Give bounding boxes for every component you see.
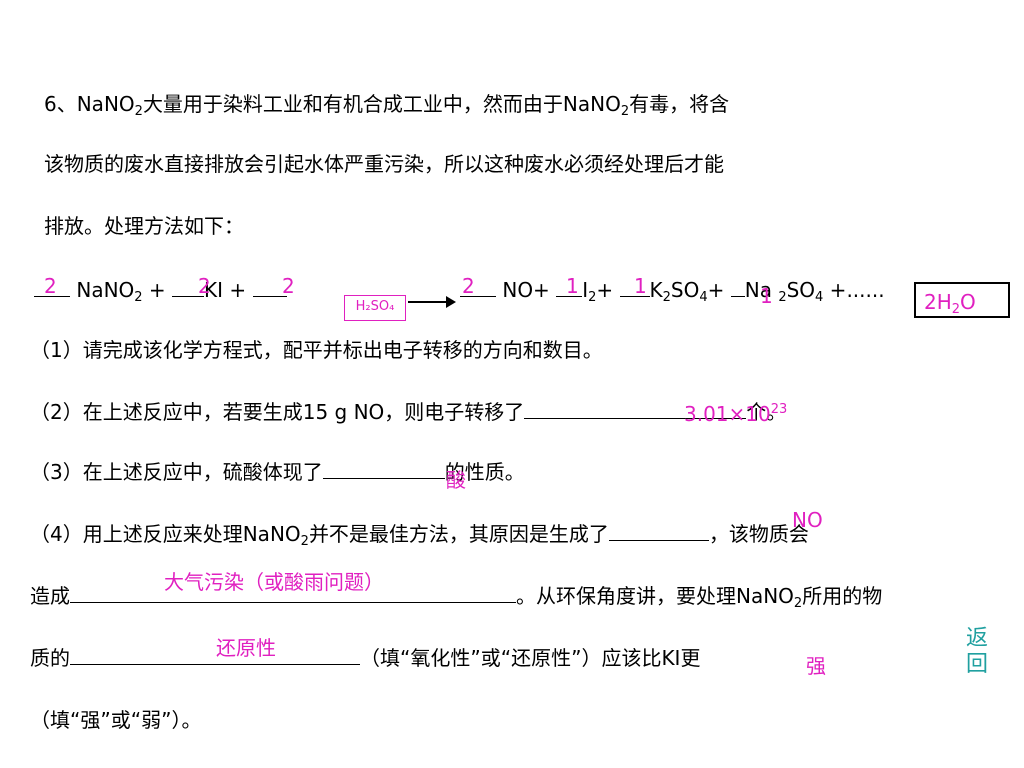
answer-coef-7: 1 — [760, 284, 773, 308]
equation-products: NO+ I2+ K2SO4+ Na 2SO4 +...... — [460, 278, 885, 305]
subscript: 2 — [134, 290, 143, 305]
text: 3.01×10 — [684, 402, 771, 426]
question-4-line-2: 造成 。从环保角度讲，要处理NaNO2所用的物 — [30, 584, 883, 611]
text: 所用的物 — [802, 584, 883, 608]
text: （3）在上述反应中，硫酸体现了 — [30, 460, 323, 484]
blank — [70, 584, 516, 603]
question-4-line-1: （4）用上述反应来处理NaNO2并不是最佳方法，其原因是生成了 ，该物质会 — [30, 522, 809, 549]
text: （4）用上述反应来处理NaNO — [30, 522, 301, 546]
text: Na — [744, 278, 779, 302]
answer-q4-reducing: 还原性 — [216, 636, 276, 660]
back-label-bottom: 回 — [965, 652, 988, 677]
text: 。从环保角度讲，要处理NaNO — [516, 584, 794, 608]
text: 质的 — [30, 646, 70, 670]
subscript: 2 — [778, 290, 787, 305]
text: + — [707, 278, 731, 302]
superscript: 23 — [770, 402, 788, 417]
text: KI + — [204, 278, 253, 302]
arrow-head-icon — [446, 296, 456, 308]
blank — [172, 278, 205, 297]
subscript: 4 — [815, 290, 824, 305]
text: 2H — [924, 290, 952, 314]
back-button[interactable]: 返 回 — [962, 626, 992, 678]
back-label-top: 返 — [965, 626, 988, 651]
blank — [34, 278, 70, 297]
subscript: 4 — [699, 290, 708, 305]
intro-line-3: 排放。处理方法如下： — [44, 214, 244, 238]
text: NaNO — [76, 278, 135, 302]
question-3: （3）在上述反应中，硫酸体现了 的性质。 — [30, 460, 525, 484]
question-4-line-3: 质的 （填“氧化性”或“还原性”）应该比KI更 — [30, 646, 700, 670]
blank — [252, 278, 287, 297]
question-1: （1）请完成该化学方程式，配平并标出电子转移的方向和数目。 — [30, 338, 603, 362]
reaction-condition: H₂SO₄ — [344, 295, 406, 321]
answer-q4-strong: 强 — [806, 654, 826, 678]
text: 并不是最佳方法，其原因是生成了 — [308, 522, 609, 546]
subscript: 2 — [793, 596, 803, 611]
answer-coef-1: 2 — [44, 274, 57, 298]
blank — [460, 278, 496, 297]
subscript: 2 — [662, 290, 671, 305]
subscript: 2 — [951, 302, 961, 317]
subscript: 2 — [300, 534, 309, 549]
text: I — [582, 278, 589, 302]
blank — [322, 460, 445, 479]
answer-coef-3: 2 — [282, 274, 295, 298]
answer-coef-6: 1 — [634, 274, 647, 298]
answer-q4-pollution: 大气污染（或酸雨问题） — [164, 570, 384, 594]
text: SO — [670, 278, 700, 302]
text: ，该物质会 — [708, 522, 809, 546]
intro-line-1: 6、NaNO2大量用于染料工业和有机合成工业中，然而由于NaNO2有毒，将含 — [44, 92, 730, 119]
blank — [556, 278, 583, 297]
intro-line-2: 该物质的废水直接排放会引起水体严重污染，所以这种废水必须经处理后才能 — [44, 152, 724, 176]
blank — [524, 400, 747, 419]
question-4-line-4: （填“强”或“弱”）。 — [30, 708, 202, 732]
text: + — [142, 278, 173, 302]
blank — [70, 646, 360, 665]
question-2: （2）在上述反应中，若要生成15 g NO，则电子转移了 个。 — [30, 400, 786, 424]
text: （2）在上述反应中，若要生成15 g NO，则电子转移了 — [30, 400, 525, 424]
text: O — [960, 290, 976, 314]
text: + — [596, 278, 620, 302]
answer-coef-5: 1 — [566, 274, 579, 298]
text: 6、NaNO — [44, 92, 135, 116]
text: 造成 — [30, 584, 70, 608]
text: NO+ — [496, 278, 557, 302]
answer-h2o: 2H2O — [924, 290, 976, 317]
blank — [730, 278, 745, 297]
answer-coef-2: 2 — [198, 274, 211, 298]
answer-q3: 酸 — [446, 468, 466, 492]
text: SO — [786, 278, 816, 302]
answer-box-h2o — [914, 282, 1010, 318]
text: 大量用于染料工业和有机合成工业中，然而由于NaNO — [142, 92, 621, 116]
reaction-arrow — [408, 301, 452, 303]
text: 有毒，将含 — [629, 92, 730, 116]
text: K — [649, 278, 663, 302]
answer-q4-no: NO — [792, 508, 823, 532]
text: 的性质。 — [444, 460, 525, 484]
equation-line: NaNO2 + KI + — [34, 278, 287, 305]
blank — [608, 522, 709, 541]
answer-coef-4: 2 — [462, 274, 475, 298]
text: （填“氧化性”或“还原性”）应该比KI更 — [360, 646, 701, 670]
answer-q2: 3.01×1023 — [684, 402, 787, 426]
text: 个。 — [746, 400, 787, 424]
text: +...... — [823, 278, 885, 302]
subscript: 2 — [134, 104, 143, 119]
blank — [619, 278, 650, 297]
subscript: 2 — [620, 104, 630, 119]
subscript: 2 — [588, 290, 597, 305]
